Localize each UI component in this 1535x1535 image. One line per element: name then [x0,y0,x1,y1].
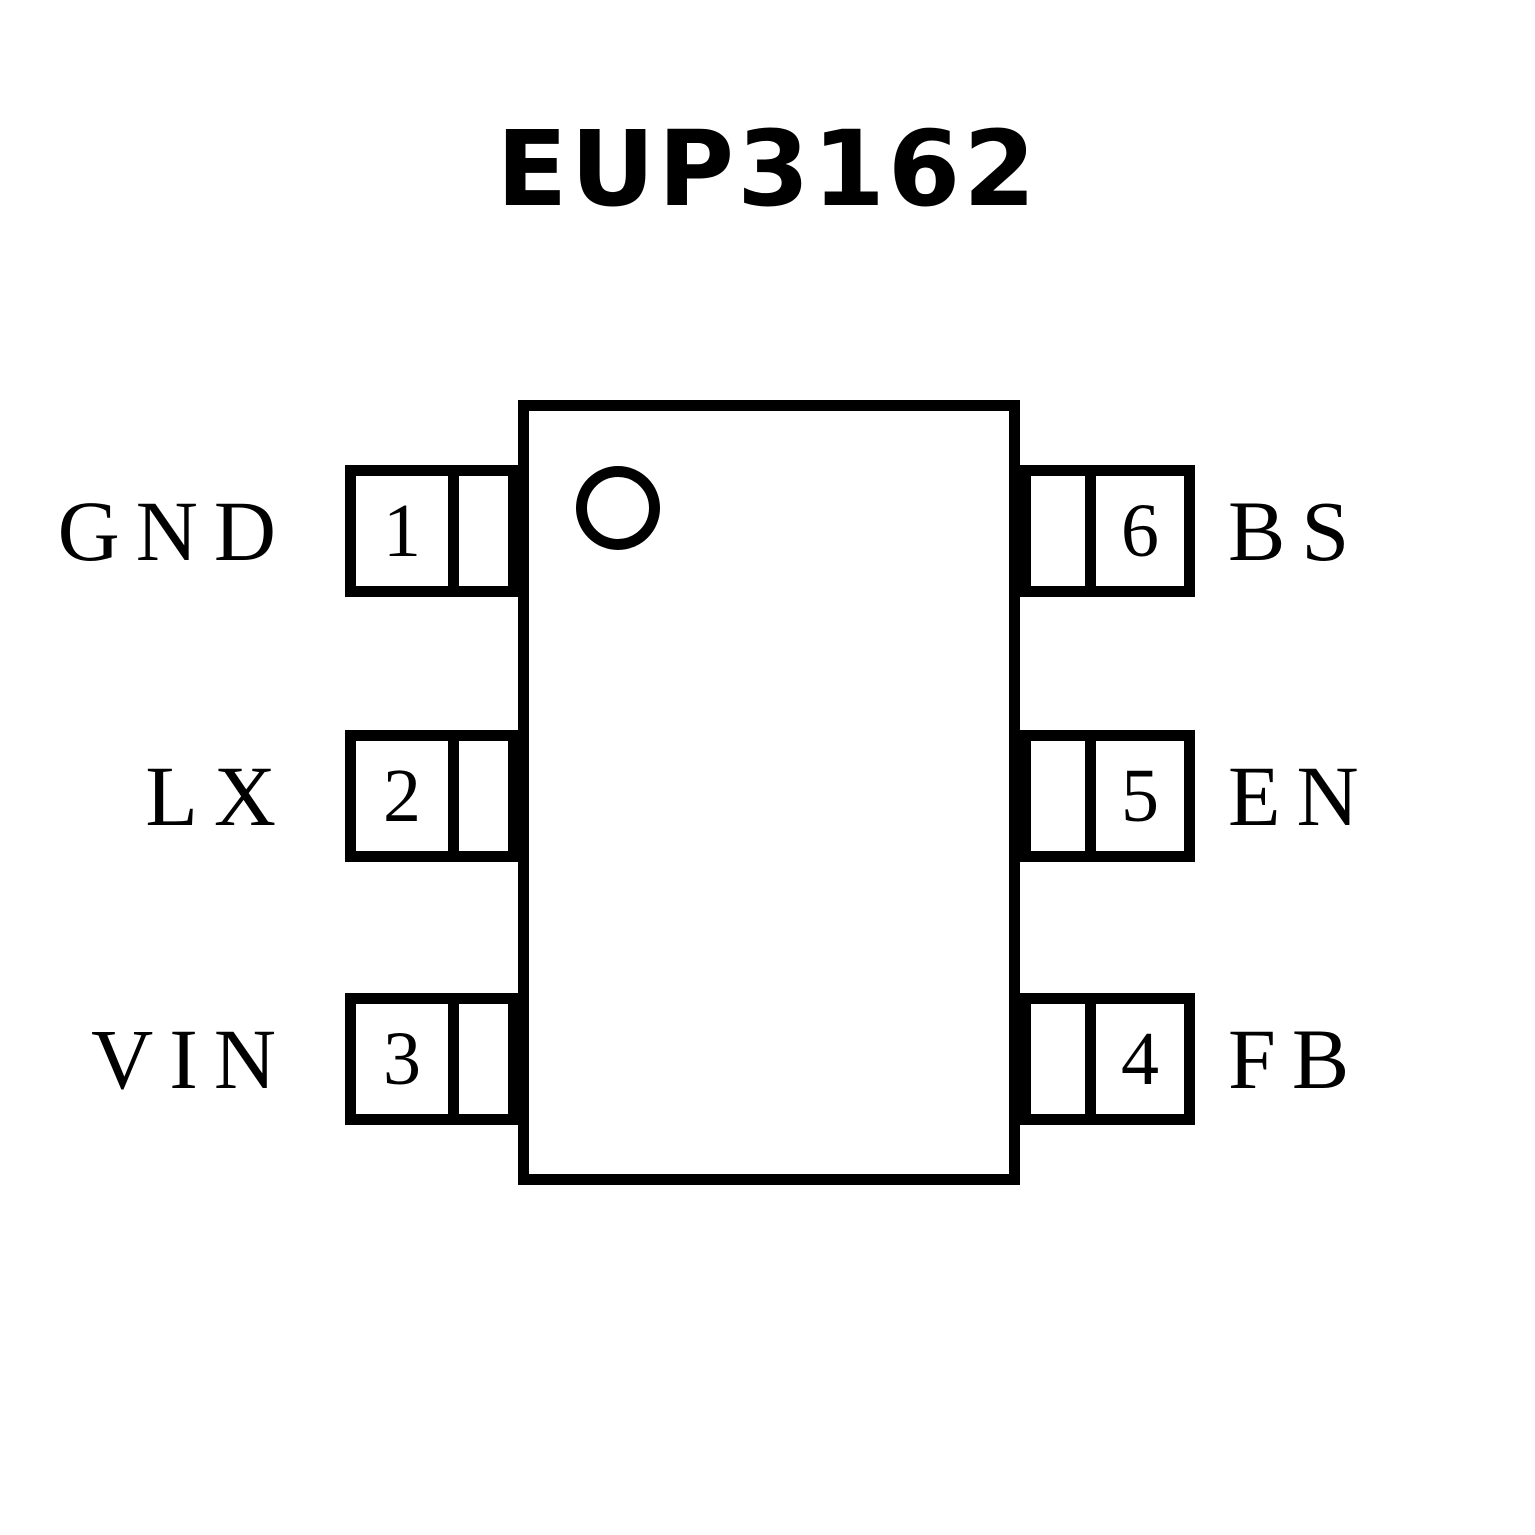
pin-label-bs: BS [1228,483,1366,579]
pin-box-6: 6 [1020,465,1195,597]
pin-stub-4 [1031,1004,1085,1114]
pin-label-en: EN [1228,748,1375,844]
pin1-marker-circle [576,466,660,550]
pin-number-6: 6 [1085,476,1184,586]
pin-stub-1 [459,476,508,586]
pin-box-5: 5 [1020,730,1195,862]
pin-stub-5 [1031,741,1085,851]
pin-number-5: 5 [1085,741,1184,851]
pin-box-2: 2 [345,730,519,862]
pin-stub-3 [459,1004,508,1114]
pin-label-lx: LX [145,748,292,844]
pin-box-1: 1 [345,465,519,597]
pin-number-3: 3 [356,1004,459,1114]
pin-stub-6 [1031,476,1085,586]
pin-label-vin: VIN [91,1011,292,1107]
pin-number-1: 1 [356,476,459,586]
pin-label-gnd: GND [57,483,292,579]
pin-label-fb: FB [1228,1011,1366,1107]
pin-box-3: 3 [345,993,519,1125]
pin-stub-2 [459,741,508,851]
pin-number-2: 2 [356,741,459,851]
pin-box-4: 4 [1020,993,1195,1125]
chip-title: EUP3162 [496,108,1039,230]
pin-number-4: 4 [1085,1004,1184,1114]
ic-body [518,400,1020,1185]
